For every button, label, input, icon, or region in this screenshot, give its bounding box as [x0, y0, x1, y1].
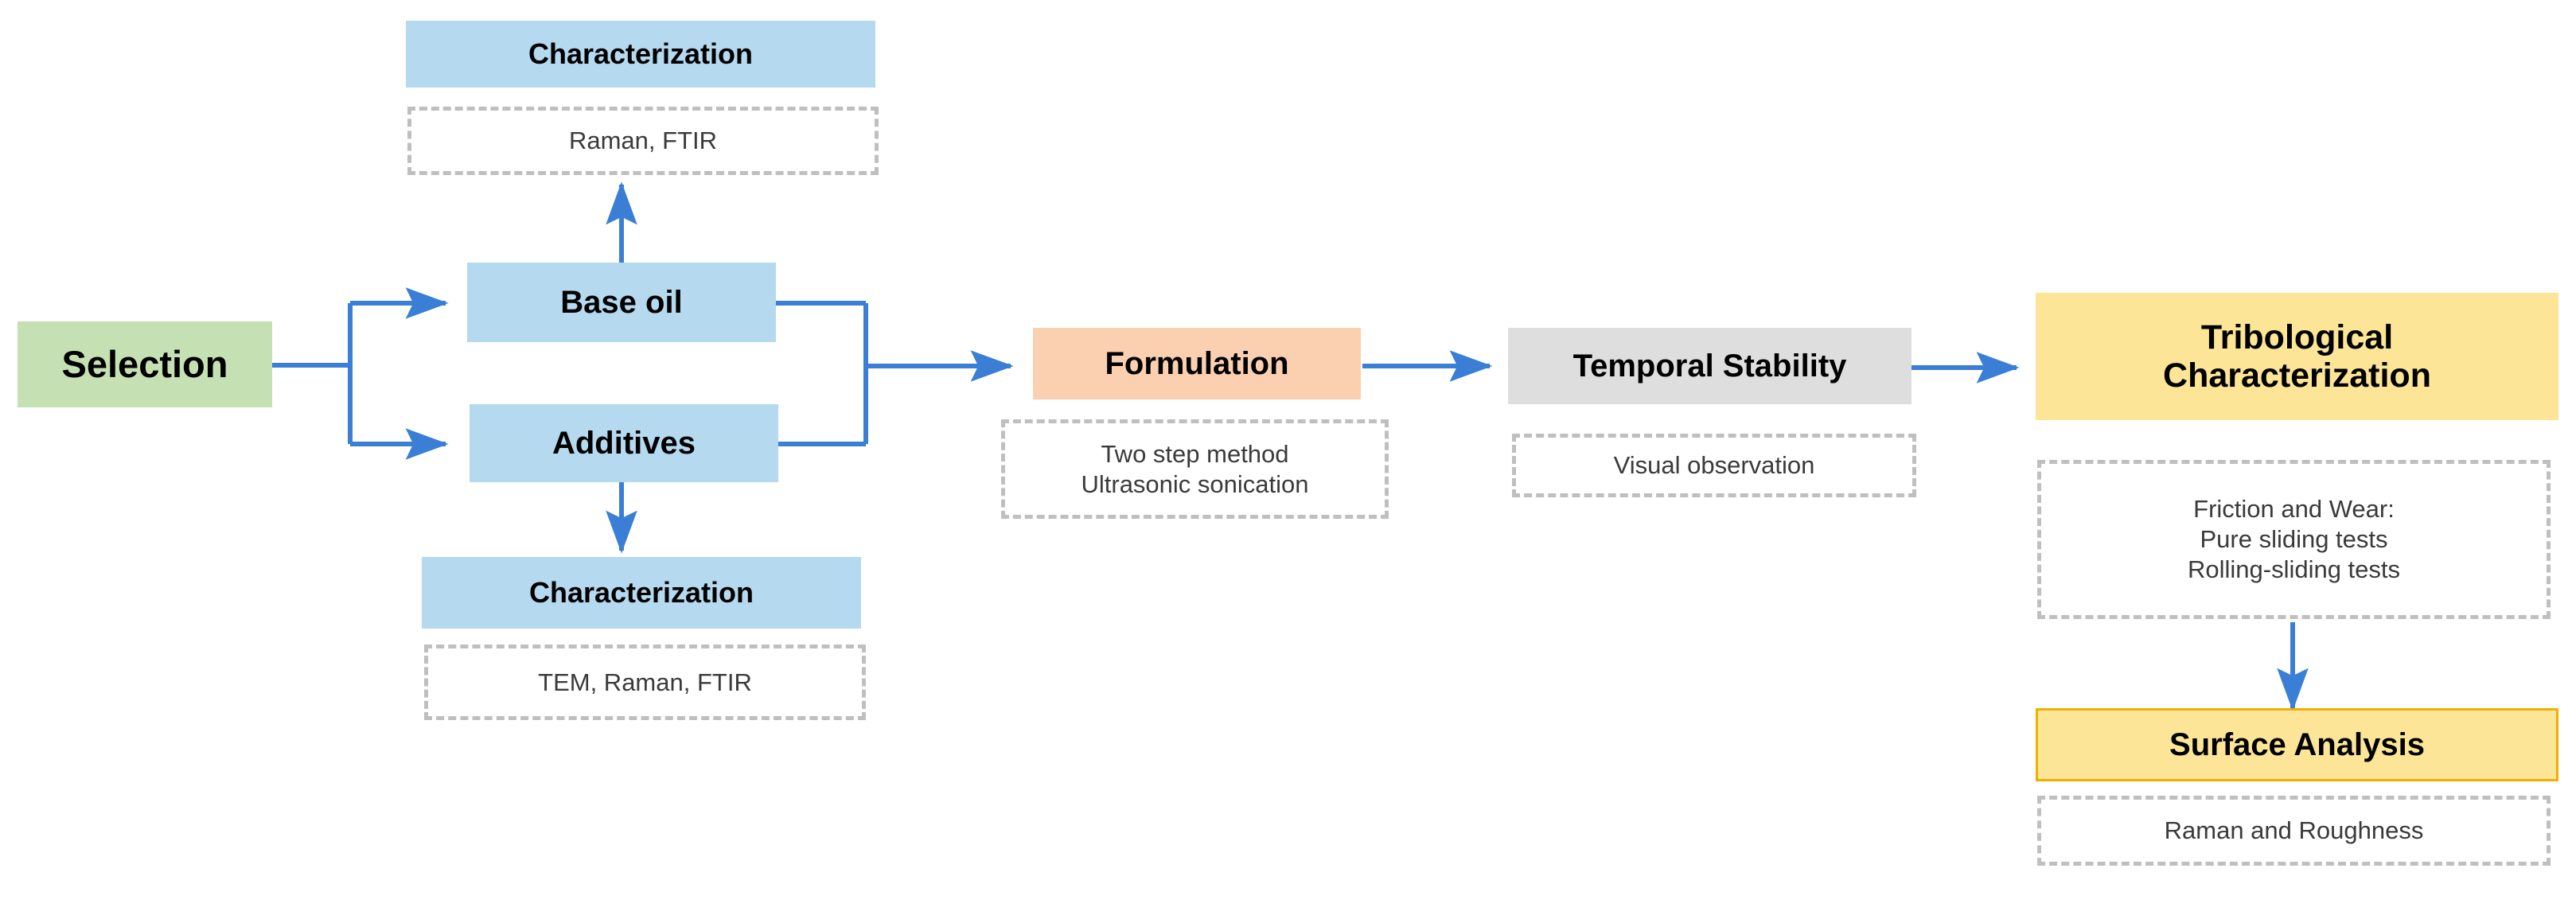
- node-formulation[interactable]: Formulation: [1033, 328, 1361, 399]
- note-temporal-stability-line-1: Visual observation: [1613, 451, 1815, 480]
- node-formulation-label: Formulation: [1105, 345, 1289, 381]
- node-selection-label: Selection: [61, 342, 228, 385]
- node-base-oil[interactable]: Base oil: [467, 263, 776, 342]
- node-tribological-characterization-label: Tribological Characterization: [2163, 317, 2431, 395]
- node-additives-label: Additives: [551, 425, 696, 461]
- node-characterization-bottom[interactable]: Characterization: [422, 557, 861, 629]
- node-characterization-top-label: Characterization: [528, 37, 754, 70]
- node-tribological-characterization[interactable]: Tribological Characterization: [2036, 293, 2558, 420]
- note-formulation-line-2: Ultrasonic sonication: [1081, 469, 1309, 498]
- note-formulation-line-1: Two step method: [1101, 439, 1289, 468]
- node-surface-analysis-label: Surface Analysis: [2169, 726, 2425, 762]
- node-characterization-bottom-label: Characterization: [528, 575, 754, 609]
- note-characterization-bottom: TEM, Raman, FTIR: [424, 645, 866, 720]
- note-surface-analysis: Raman and Roughness: [2037, 796, 2551, 866]
- note-temporal-stability: Visual observation: [1512, 434, 1916, 497]
- node-base-oil-label: Base oil: [560, 284, 683, 320]
- node-selection[interactable]: Selection: [18, 321, 272, 407]
- note-tribological-line-1: Friction and Wear:: [2193, 495, 2395, 524]
- node-surface-analysis[interactable]: Surface Analysis: [2036, 708, 2558, 781]
- note-tribological-line-3: Rolling-sliding tests: [2187, 555, 2401, 583]
- note-surface-analysis-line-1: Raman and Roughness: [2164, 816, 2424, 845]
- node-temporal-stability[interactable]: Temporal Stability: [1508, 328, 1912, 404]
- note-formulation: Two step method Ultrasonic sonication: [1001, 419, 1389, 519]
- note-characterization-top-line-1: Raman, FTIR: [568, 127, 718, 155]
- note-characterization-bottom-line-1: TEM, Raman, FTIR: [538, 668, 752, 696]
- node-additives[interactable]: Additives: [470, 404, 778, 482]
- note-tribological-line-2: Pure sliding tests: [2200, 525, 2388, 554]
- note-tribological: Friction and Wear: Pure sliding tests Ro…: [2037, 460, 2551, 619]
- note-characterization-top: Raman, FTIR: [407, 107, 879, 175]
- node-characterization-top[interactable]: Characterization: [406, 21, 875, 88]
- node-temporal-stability-label: Temporal Stability: [1572, 348, 1847, 384]
